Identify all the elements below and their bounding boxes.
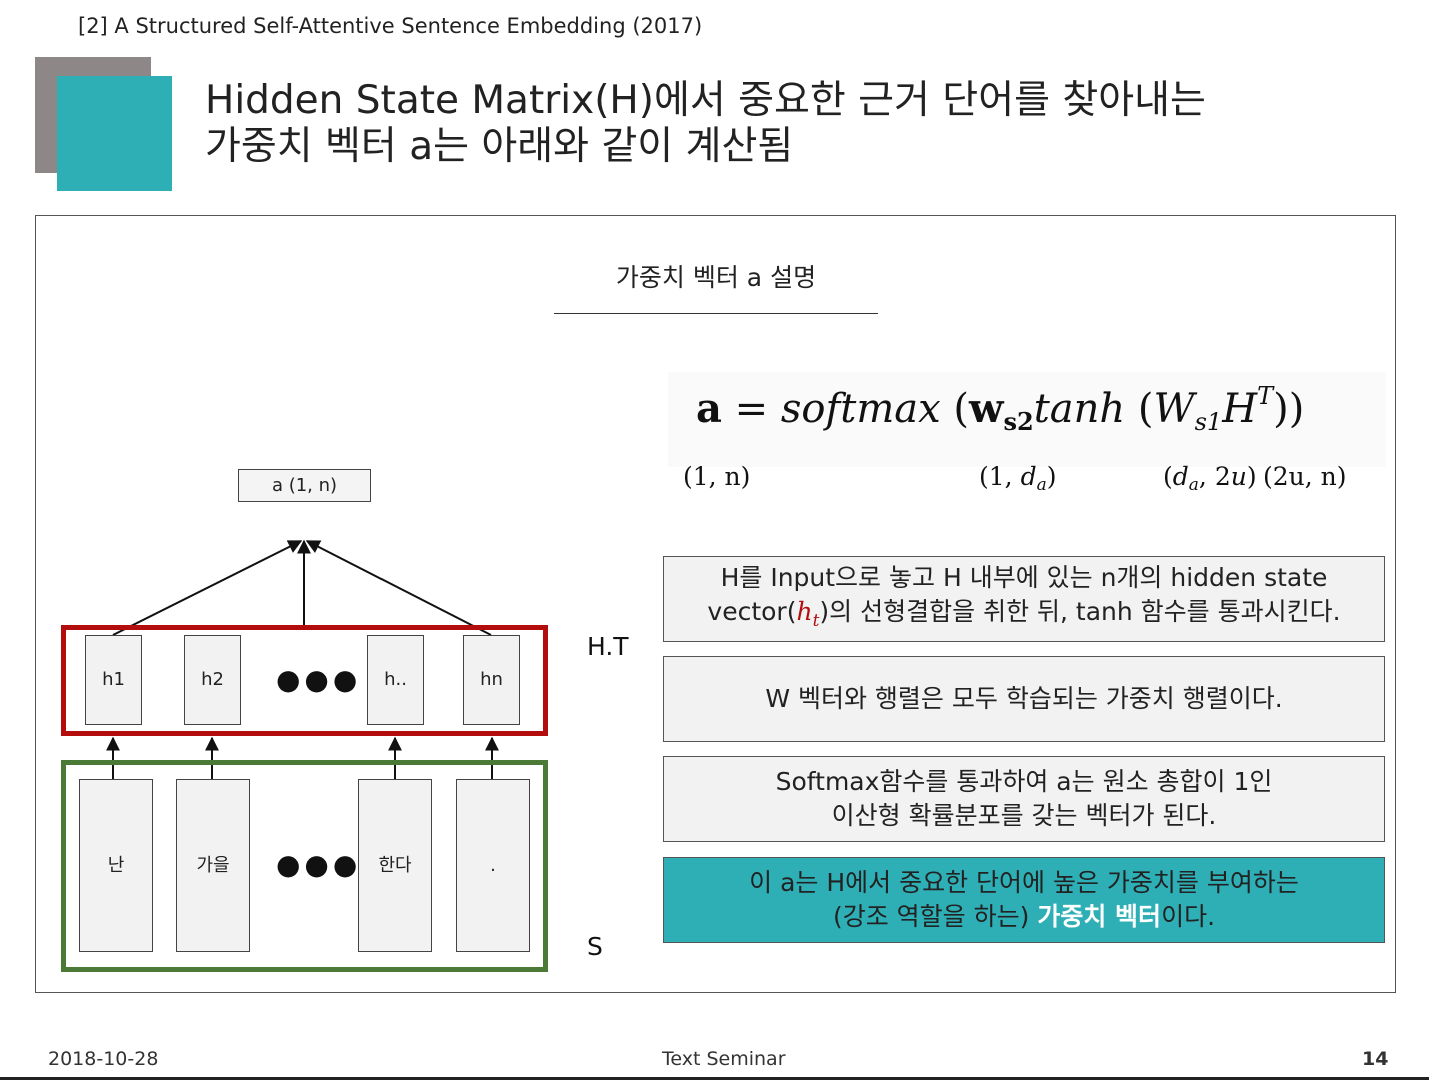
dim-W-mid: , 2 <box>1198 462 1231 491</box>
output-a-box: a (1, n) <box>238 469 371 502</box>
arrow-hn-to-a <box>305 540 492 636</box>
formula-lparen2: ( <box>1125 386 1154 432</box>
attention-formula: a = softmax (ws2tanh (Ws1HT)) <box>696 382 1304 436</box>
dim-w: (1, da) <box>979 462 1056 495</box>
note-4-pre: (강조 역할을 하는) <box>832 902 1038 931</box>
slide-title-line1: Hidden State Matrix(H)에서 중요한 근거 단어를 찾아내는 <box>205 78 1206 123</box>
hidden-state-h2: h2 <box>184 635 241 725</box>
hidden-states-frame <box>61 625 548 736</box>
reference-text: [2] A Structured Self-Attentive Sentence… <box>78 14 703 38</box>
hidden-state-hn: hn <box>463 635 520 725</box>
dim-w-sub: a <box>1036 475 1047 495</box>
note-1-t: t <box>812 610 820 631</box>
slide-title-line2: 가중치 벡터 a는 아래와 같이 계산됨 <box>205 124 794 169</box>
slide-title: Hidden State Matrix(H)에서 중요한 근거 단어를 찾아내는… <box>205 78 1206 170</box>
formula-W-sub: s1 <box>1194 408 1223 436</box>
section-title: 가중치 벡터 a 설명 <box>615 263 817 292</box>
section-title-rule <box>554 313 878 314</box>
formula-w: w <box>969 385 1004 432</box>
note-4-highlight: 이 a는 H에서 중요한 단어에 높은 가중치를 부여하는 (강조 역할을 하는… <box>663 857 1385 943</box>
hidden-state-hdots: h.. <box>367 635 424 725</box>
note-3-line2: 이산형 확률분포를 갖는 벡터가 된다. <box>831 801 1217 830</box>
label-ht: H.T <box>587 632 629 661</box>
formula-W: W <box>1153 386 1195 432</box>
formula-rparen: )) <box>1273 386 1305 432</box>
word-ellipsis: ●●● <box>276 848 362 881</box>
formula-lhs: a <box>696 385 722 432</box>
dim-W-sub: a <box>1188 475 1199 495</box>
note-1-pre: vector( <box>707 596 797 626</box>
dim-w-post: ) <box>1046 462 1057 491</box>
page-number: 14 <box>1362 1048 1389 1070</box>
arrow-h1-to-a <box>112 540 303 636</box>
word-box-2: 가을 <box>176 779 250 952</box>
formula-H-sup: T <box>1257 382 1274 410</box>
note-1-ht: ht <box>796 596 819 631</box>
footer-date: 2018-10-28 <box>48 1048 159 1070</box>
note-1-post: )의 선형결합을 취한 뒤, tanh 함수를 통과시킨다. <box>819 596 1341 626</box>
formula-lparen1: ( <box>940 386 970 432</box>
note-2-text: W 벡터와 행렬은 모두 학습되는 가중치 행렬이다. <box>765 684 1283 713</box>
note-4-highlight-word: 가중치 벡터 <box>1037 902 1162 931</box>
word-box-1: 난 <box>79 779 153 952</box>
note-4-post: 이다. <box>1161 902 1216 931</box>
note-4-line2: (강조 역할을 하는) 가중치 벡터이다. <box>833 900 1215 934</box>
hidden-state-h1: h1 <box>85 635 142 725</box>
footer-title: Text Seminar <box>662 1048 786 1070</box>
dim-a: (1, n) <box>683 462 751 491</box>
hidden-ellipsis: ●●● <box>276 663 362 696</box>
formula-tanh: tanh <box>1033 386 1126 432</box>
formula-w-sub: s2 <box>1003 407 1034 436</box>
dim-H: (2u, n) <box>1263 462 1347 491</box>
decor-square-teal <box>57 76 172 191</box>
dim-W: (da, 2u) <box>1163 462 1257 495</box>
note-3: Softmax함수를 통과하여 a는 원소 총합이 1인 이산형 확률분포를 갖… <box>663 756 1385 842</box>
formula-eq: = <box>721 386 781 432</box>
dim-W-post: ) <box>1246 462 1257 491</box>
word-box-3: 한다 <box>358 779 432 952</box>
formula-softmax: softmax <box>780 386 941 432</box>
note-4-line1: 이 a는 H에서 중요한 단어에 높은 가중치를 부여하는 <box>749 868 1299 897</box>
formula-background <box>668 372 1386 467</box>
sentence-frame <box>61 760 548 972</box>
note-2: W 벡터와 행렬은 모두 학습되는 가중치 행렬이다. <box>663 656 1385 742</box>
footer-rule <box>0 1077 1429 1080</box>
label-s: S <box>587 932 603 961</box>
dim-w-var: d <box>1020 462 1037 491</box>
note-1-line1: H를 Input으로 놓고 H 내부에 있는 n개의 hidden state <box>720 562 1328 592</box>
dim-W-pre: ( <box>1163 462 1173 491</box>
note-1: H를 Input으로 놓고 H 내부에 있는 n개의 hidden state … <box>663 556 1385 642</box>
dim-w-pre: (1, <box>979 462 1021 491</box>
formula-H: H <box>1222 386 1258 432</box>
note-3-line1: Softmax함수를 통과하여 a는 원소 총합이 1인 <box>775 767 1273 796</box>
word-box-4: . <box>456 779 530 952</box>
note-1-line2: vector(ht)의 선형결합을 취한 뒤, tanh 함수를 통과시킨다. <box>707 595 1340 638</box>
dim-W-var: d <box>1172 462 1189 491</box>
note-1-h: h <box>796 596 813 626</box>
dim-W-var2: u <box>1230 462 1247 491</box>
